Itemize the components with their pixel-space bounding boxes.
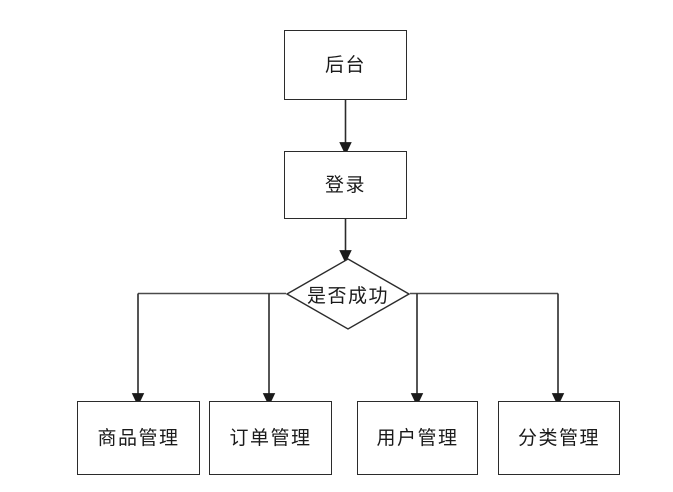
node-goods-management-label: 商品管理 bbox=[97, 426, 180, 449]
node-user-management-label: 用户管理 bbox=[376, 426, 459, 449]
diamond-shape-icon bbox=[286, 258, 410, 330]
node-category-management-label: 分类管理 bbox=[517, 426, 600, 449]
node-category-management[interactable]: 分类管理 bbox=[498, 401, 620, 475]
node-goods-management[interactable]: 商品管理 bbox=[77, 401, 200, 475]
node-success-decision[interactable]: 是否成功 bbox=[286, 258, 410, 330]
node-order-management-label: 订单管理 bbox=[229, 426, 312, 449]
node-backend-label: 后台 bbox=[324, 53, 366, 76]
node-order-management[interactable]: 订单管理 bbox=[209, 401, 332, 475]
node-login-label: 登录 bbox=[324, 173, 366, 196]
node-backend[interactable]: 后台 bbox=[284, 30, 407, 100]
node-user-management[interactable]: 用户管理 bbox=[357, 401, 478, 475]
node-login[interactable]: 登录 bbox=[284, 151, 407, 219]
node-success-label: 是否成功 bbox=[306, 284, 389, 307]
